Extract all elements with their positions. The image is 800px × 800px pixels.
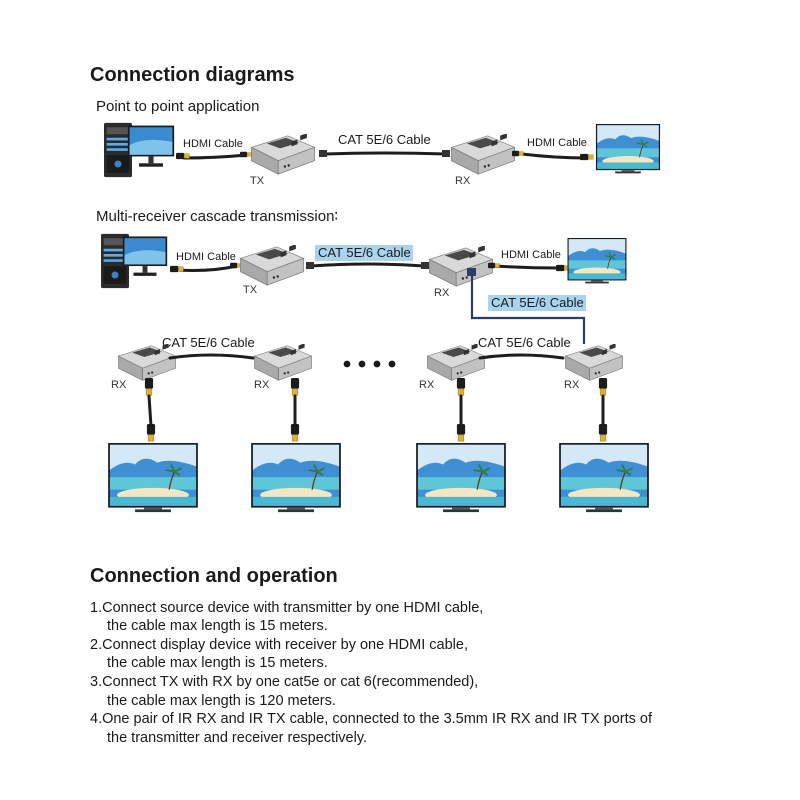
hdmi-cable-left bbox=[176, 264, 239, 272]
hdmi-cable-down bbox=[290, 378, 300, 442]
step-3-line-1: 3.Connect TX with RX by one cat5e or cat… bbox=[90, 674, 478, 690]
receiver-rx bbox=[427, 344, 485, 381]
connection-diagrams-heading: Connection diagrams bbox=[90, 64, 294, 86]
hdmi-cable-label-left: HDMI Cable bbox=[176, 251, 236, 263]
display-tv bbox=[415, 443, 507, 513]
rx-label: RX bbox=[254, 379, 270, 391]
hdmi-cable-down bbox=[144, 378, 156, 442]
hdmi-plug-icon bbox=[176, 152, 190, 160]
hdmi-cable-label-left: HDMI Cable bbox=[183, 138, 243, 150]
hdmi-plug-icon bbox=[240, 151, 252, 158]
rx-label: RX bbox=[434, 287, 450, 299]
step-2-line-2: the cable max length is 15 meters. bbox=[107, 655, 328, 671]
hdmi-plug-icon bbox=[556, 264, 570, 272]
hdmi-plug-icon bbox=[488, 262, 500, 269]
transmitter-tx bbox=[251, 134, 315, 175]
source-pc bbox=[101, 233, 168, 289]
cat-cable-link bbox=[168, 353, 255, 360]
cat-cable-label-vertical: CAT 5E/6 Cable bbox=[491, 295, 584, 310]
step-1-line-2: the cable max length is 15 meters. bbox=[107, 618, 328, 634]
display-tv bbox=[566, 238, 628, 284]
hdmi-cable-down bbox=[598, 378, 608, 442]
hdmi-plug-icon bbox=[230, 262, 242, 269]
transmitter-tx bbox=[240, 245, 304, 286]
cascade-title: Multi-receiver cascade transmission∶ bbox=[96, 208, 338, 225]
cat-cable-link bbox=[309, 262, 426, 268]
display-tv bbox=[558, 443, 650, 513]
cat-cable-cascade bbox=[470, 272, 586, 344]
rx-label: RX bbox=[564, 379, 580, 391]
tx-label: TX bbox=[243, 284, 258, 296]
hdmi-cable-right bbox=[492, 264, 562, 270]
step-4-line-1: 4.One pair of IR RX and IR TX cable, con… bbox=[90, 711, 653, 727]
cat-cable-link bbox=[478, 353, 565, 360]
source-pc bbox=[104, 122, 175, 178]
hdmi-cable-left bbox=[182, 153, 249, 160]
tx-label: TX bbox=[250, 175, 265, 187]
step-4-line-2: the transmitter and receiver respectivel… bbox=[107, 730, 367, 746]
display-tv bbox=[107, 443, 199, 513]
receiver-rx bbox=[254, 344, 312, 381]
hdmi-cable-label-right: HDMI Cable bbox=[501, 249, 561, 261]
step-1-line-1: 1.Connect source device with transmitter… bbox=[90, 600, 483, 616]
cat-cable-link bbox=[323, 151, 448, 156]
point-to-point-title: Point to point application bbox=[96, 98, 259, 115]
rj45-plug-icon bbox=[421, 262, 429, 269]
receiver-rx-cascade-head bbox=[429, 246, 493, 287]
cable-label-highlight bbox=[315, 245, 413, 261]
hdmi-plug-icon bbox=[580, 153, 594, 161]
hdmi-plug-icon bbox=[170, 265, 184, 273]
cable-label-highlight bbox=[488, 295, 586, 311]
display-tv bbox=[595, 124, 661, 174]
hdmi-plug-icon bbox=[512, 150, 524, 157]
connection-operation-heading: Connection and operation bbox=[90, 565, 338, 587]
rx-label: RX bbox=[419, 379, 435, 391]
receiver-rx bbox=[451, 134, 515, 175]
display-tv bbox=[250, 443, 342, 513]
cat-cable-label: CAT 5E/6 Cable bbox=[162, 335, 255, 350]
receiver-rx bbox=[565, 344, 623, 381]
rj45-plug-icon bbox=[467, 268, 476, 276]
step-2-line-1: 2.Connect display device with receiver b… bbox=[90, 637, 468, 653]
step-3-line-2: the cable max length is 120 meters. bbox=[107, 693, 336, 709]
rj45-plug-icon bbox=[319, 150, 327, 157]
rj45-plug-icon bbox=[442, 150, 450, 157]
hdmi-cable-label-right: HDMI Cable bbox=[527, 137, 587, 149]
hdmi-cable-right bbox=[520, 152, 590, 160]
rj45-plug-icon bbox=[306, 262, 314, 269]
cat-cable-label: CAT 5E/6 Cable bbox=[478, 335, 571, 350]
cat-cable-label: CAT 5E/6 Cable bbox=[338, 132, 431, 147]
more-receivers-dots bbox=[343, 360, 396, 368]
hdmi-cable-down bbox=[456, 378, 466, 442]
rx-label: RX bbox=[455, 175, 471, 187]
operation-steps: 1.Connect source device with transmitter… bbox=[90, 600, 653, 746]
cat-cable-label: CAT 5E/6 Cable bbox=[318, 245, 411, 260]
rx-label: RX bbox=[111, 379, 127, 391]
